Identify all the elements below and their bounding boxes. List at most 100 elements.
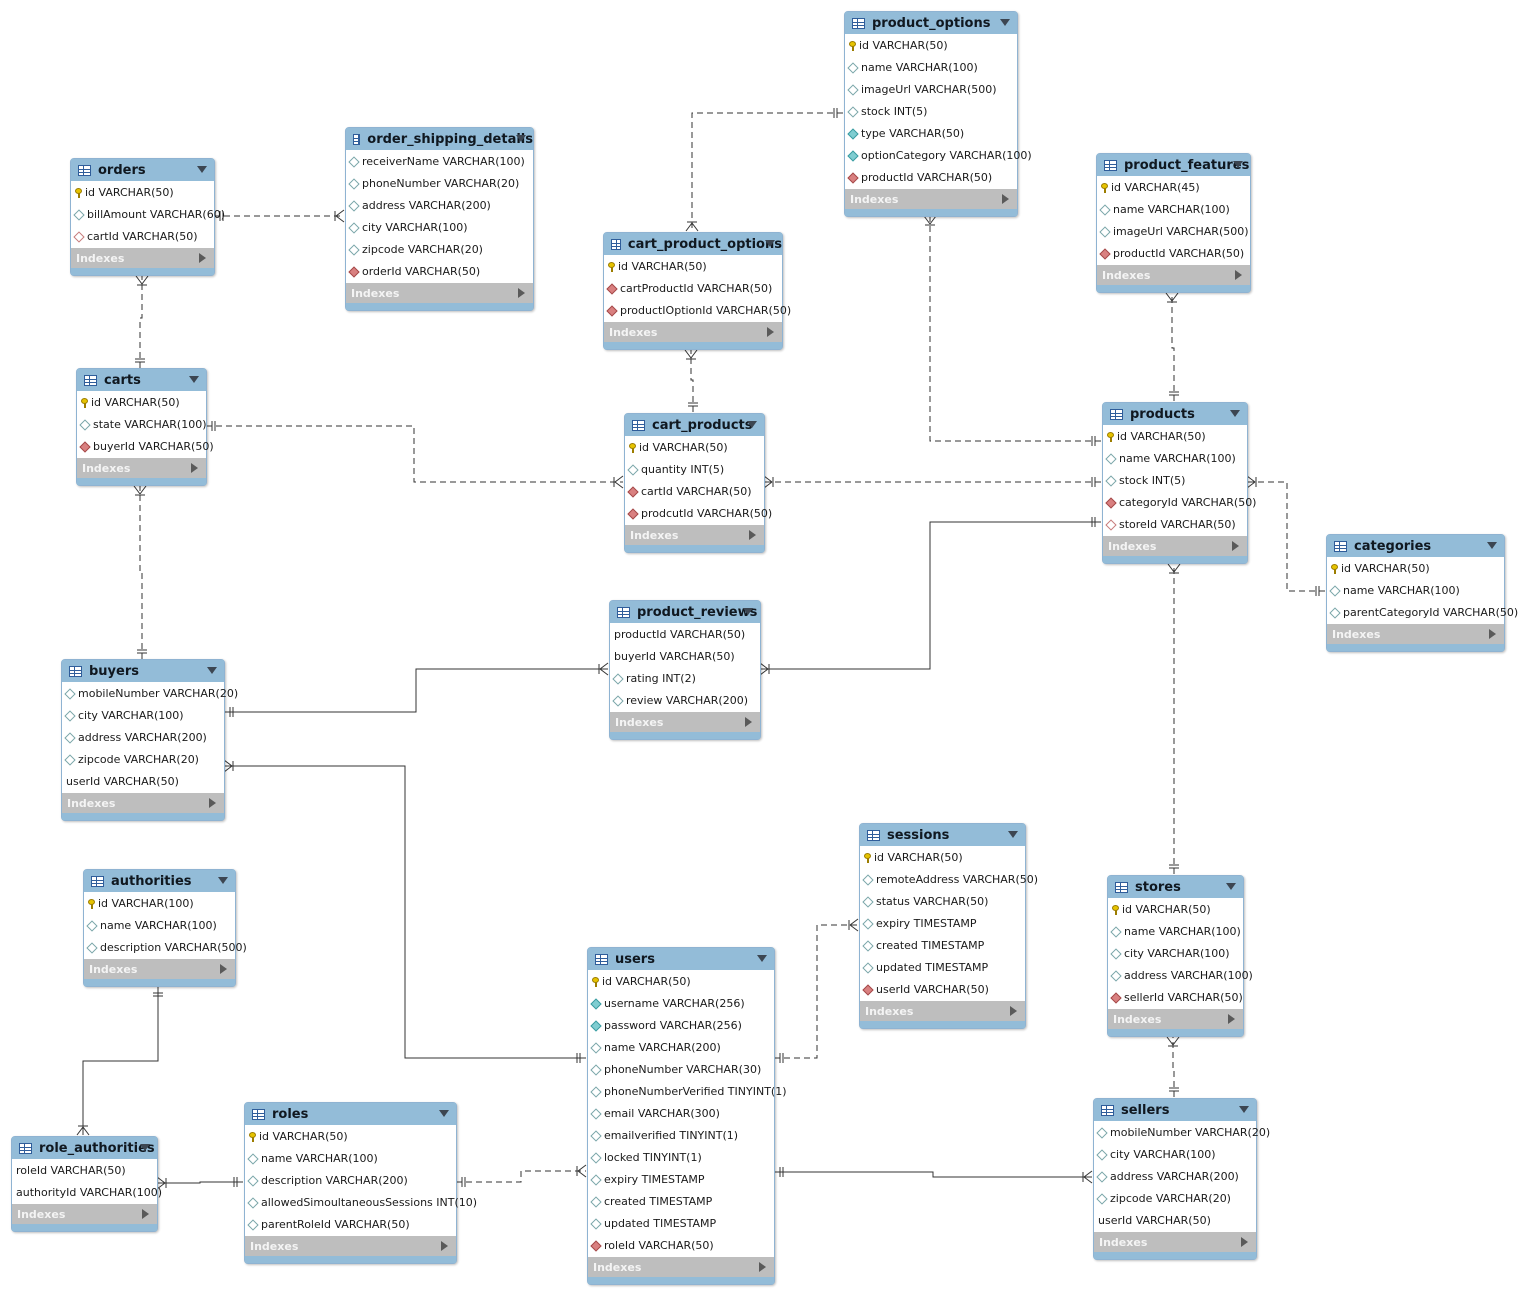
column-row[interactable]: receiverName VARCHAR(100)	[346, 151, 533, 173]
relationship-line[interactable]	[691, 112, 843, 231]
column-row[interactable]: zipcode VARCHAR(20)	[1094, 1188, 1256, 1210]
column-row[interactable]: id VARCHAR(50)	[860, 847, 1025, 869]
collapse-toggle-icon[interactable]	[189, 376, 199, 383]
relationship-line[interactable]	[82, 987, 159, 1135]
expand-arrow-icon[interactable]	[441, 1241, 448, 1251]
column-row[interactable]: description VARCHAR(200)	[245, 1170, 456, 1192]
column-row[interactable]: state VARCHAR(100)	[77, 414, 207, 436]
column-row[interactable]: imageUrl VARCHAR(500)	[845, 79, 1017, 101]
table-header[interactable]: categories	[1327, 535, 1504, 557]
relationship-line[interactable]	[224, 765, 586, 1059]
table-header[interactable]: role_authorities	[12, 1137, 157, 1159]
column-row[interactable]: id VARCHAR(50)	[845, 35, 1017, 57]
table-header[interactable]: product_options	[845, 12, 1017, 34]
indexes-section[interactable]: Indexes	[1327, 624, 1504, 644]
column-row[interactable]: productId VARCHAR(50)	[1097, 243, 1250, 265]
indexes-section[interactable]: Indexes	[860, 1001, 1025, 1021]
column-row[interactable]: orderId VARCHAR(50)	[346, 261, 533, 283]
column-row[interactable]: id VARCHAR(50)	[77, 392, 206, 414]
column-row[interactable]: review VARCHAR(200)	[610, 690, 760, 712]
indexes-section[interactable]: Indexes	[604, 322, 782, 342]
table-header[interactable]: authorities	[84, 870, 235, 892]
collapse-toggle-icon[interactable]	[743, 608, 753, 615]
collapse-toggle-icon[interactable]	[439, 1110, 449, 1117]
relationship-line[interactable]	[139, 486, 143, 659]
relationship-line[interactable]	[774, 1171, 1092, 1178]
table-header[interactable]: sellers	[1094, 1099, 1256, 1121]
column-row[interactable]: name VARCHAR(100)	[1327, 580, 1504, 602]
collapse-toggle-icon[interactable]	[757, 955, 767, 962]
column-row[interactable]: emailverified TINYINT(1)	[588, 1125, 774, 1147]
relationship-users-sessions[interactable]	[774, 918, 859, 1063]
column-row[interactable]: imageUrl VARCHAR(500)	[1097, 221, 1250, 243]
relationship-carts-orders[interactable]	[135, 275, 149, 368]
relationship-line[interactable]	[224, 668, 608, 713]
collapse-toggle-icon[interactable]	[1487, 542, 1497, 549]
indexes-section[interactable]: Indexes	[1094, 1232, 1256, 1252]
indexes-section[interactable]: Indexes	[77, 458, 206, 478]
column-row[interactable]: cartProductId VARCHAR(50)	[604, 278, 782, 300]
column-row[interactable]: address VARCHAR(200)	[1094, 1166, 1256, 1188]
expand-arrow-icon[interactable]	[1235, 270, 1242, 280]
column-row[interactable]: name VARCHAR(100)	[1097, 199, 1250, 221]
column-row[interactable]: id VARCHAR(50)	[71, 182, 214, 204]
column-row[interactable]: mobileNumber VARCHAR(20)	[62, 683, 238, 705]
column-row[interactable]: type VARCHAR(50)	[845, 123, 1017, 145]
column-row[interactable]: city VARCHAR(100)	[1094, 1144, 1256, 1166]
indexes-section[interactable]: Indexes	[845, 189, 1017, 209]
column-row[interactable]: updated TIMESTAMP	[860, 957, 1025, 979]
relationship-line[interactable]	[1247, 481, 1325, 592]
table-header[interactable]: roles	[245, 1103, 456, 1125]
column-row[interactable]: authorityId VARCHAR(100)	[12, 1182, 162, 1204]
relationship-products-product_features[interactable]	[1165, 292, 1179, 401]
column-row[interactable]: created TIMESTAMP	[588, 1191, 774, 1213]
column-row[interactable]: rating INT(2)	[610, 668, 760, 690]
table-header[interactable]: products	[1103, 403, 1247, 425]
column-row[interactable]: name VARCHAR(100)	[845, 57, 1017, 79]
relationship-buyers-product_reviews[interactable]	[224, 662, 609, 717]
expand-arrow-icon[interactable]	[767, 327, 774, 337]
column-row[interactable]: buyerId VARCHAR(50)	[77, 436, 214, 458]
table-header[interactable]: product_features	[1097, 154, 1250, 176]
table-header[interactable]: carts	[77, 369, 206, 391]
indexes-section[interactable]: Indexes	[84, 959, 235, 979]
column-row[interactable]: id VARCHAR(50)	[588, 971, 774, 993]
relationship-stores-products[interactable]	[1167, 563, 1181, 874]
column-row[interactable]: remoteAddress VARCHAR(50)	[860, 869, 1038, 891]
column-row[interactable]: stock INT(5)	[1103, 470, 1247, 492]
relationship-line[interactable]	[690, 350, 694, 412]
column-row[interactable]: phoneNumberVerified TINYINT(1)	[588, 1081, 787, 1103]
column-row[interactable]: productId VARCHAR(50)	[845, 167, 1017, 189]
column-row[interactable]: stock INT(5)	[845, 101, 1017, 123]
column-row[interactable]: phoneNumber VARCHAR(30)	[588, 1059, 774, 1081]
column-row[interactable]: parentCategoryId VARCHAR(50)	[1327, 602, 1518, 624]
column-row[interactable]: productId VARCHAR(50)	[610, 624, 760, 646]
column-row[interactable]: quantity INT(5)	[625, 459, 764, 481]
column-row[interactable]: zipcode VARCHAR(20)	[62, 749, 224, 771]
table-header[interactable]: cart_products	[625, 414, 764, 436]
relationship-cart_products-cart_product_options[interactable]	[684, 349, 698, 412]
column-row[interactable]: password VARCHAR(256)	[588, 1015, 774, 1037]
relationship-roles-role_authorities[interactable]	[156, 1176, 243, 1190]
collapse-toggle-icon[interactable]	[1239, 1106, 1249, 1113]
relationship-line[interactable]	[456, 1170, 586, 1183]
expand-arrow-icon[interactable]	[1228, 1014, 1235, 1024]
relationship-line[interactable]	[774, 924, 858, 1059]
collapse-toggle-icon[interactable]	[765, 240, 775, 247]
column-row[interactable]: userId VARCHAR(50)	[1094, 1210, 1256, 1232]
column-row[interactable]: roleId VARCHAR(50)	[588, 1235, 774, 1257]
column-row[interactable]: address VARCHAR(200)	[346, 195, 533, 217]
column-row[interactable]: cartId VARCHAR(50)	[71, 226, 214, 248]
collapse-toggle-icon[interactable]	[218, 877, 228, 884]
column-row[interactable]: username VARCHAR(256)	[588, 993, 774, 1015]
expand-arrow-icon[interactable]	[1241, 1237, 1248, 1247]
relationship-products-cart_products[interactable]	[763, 475, 1101, 489]
